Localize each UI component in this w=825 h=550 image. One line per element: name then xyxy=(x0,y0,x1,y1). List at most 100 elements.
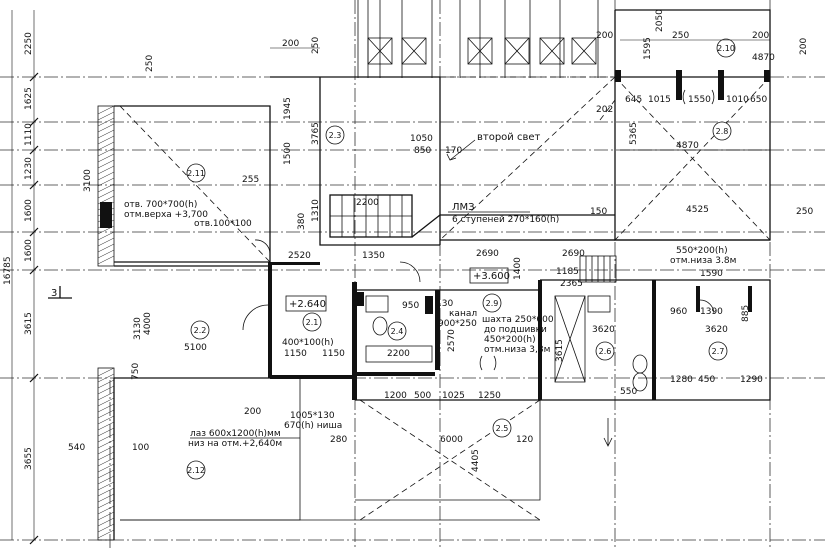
dim-1280: 1280 xyxy=(670,375,693,385)
dim-3100: 3100 xyxy=(83,169,93,192)
svg-text:2.9: 2.9 xyxy=(486,299,499,308)
room-tag-2-8: 2.8 xyxy=(712,121,732,141)
svg-text:2.2: 2.2 xyxy=(194,326,207,335)
opening-100-label: отв.100*100 xyxy=(194,219,252,229)
top-dim-1: 200 xyxy=(282,39,299,49)
hatch-level: низ на отм.+2,640м xyxy=(188,439,282,449)
dim-1500: 1500 xyxy=(283,142,293,165)
dim-2365: 2365 xyxy=(560,279,583,289)
dim-250: 250 xyxy=(796,207,813,217)
dim-1010: 1010 xyxy=(726,95,749,105)
skylights xyxy=(367,37,597,65)
svg-text:2.10: 2.10 xyxy=(717,44,735,53)
section-marker-label: 3 xyxy=(51,288,57,299)
room-tag-2-10: 2.10 xyxy=(716,38,736,58)
left-dim-6: 1600 xyxy=(24,239,34,262)
dim-3765: 3765 xyxy=(311,122,321,145)
niche-label: 1005*130 xyxy=(290,411,335,421)
svg-text:2.1: 2.1 xyxy=(306,318,319,327)
dim-1015: 1015 xyxy=(648,95,671,105)
small-stair xyxy=(579,255,617,283)
dim-170: 170 xyxy=(445,146,462,156)
room-tag-2-11: 2.11 xyxy=(186,163,206,183)
dim-650: 650 xyxy=(750,95,767,105)
svg-text:2.8: 2.8 xyxy=(716,127,729,136)
slope-arrow xyxy=(603,418,613,447)
dim-120: 120 xyxy=(516,435,533,445)
left-dim-chain: 2250 1625 1110 1230 1600 1600 3615 3655 … xyxy=(3,10,39,545)
svg-text:2.7: 2.7 xyxy=(712,347,725,356)
opening-550-level: отм.низа 3.8м xyxy=(670,256,736,266)
dim-200: 200 xyxy=(244,407,261,417)
opening-550-label: 550*200(h) xyxy=(676,246,728,256)
top-dim-2: 250 xyxy=(311,37,321,54)
dim-5365: 5365 xyxy=(629,122,639,145)
dim-1550: 1550 xyxy=(688,95,711,105)
dim-850: 850 xyxy=(414,146,431,156)
opening-700-level: отм.верха +3,700 xyxy=(124,210,208,220)
dim-540: 540 xyxy=(68,443,85,453)
shaft-label-2: до подшивки xyxy=(484,325,547,335)
room-tag-2-7: 2.7 xyxy=(708,341,728,361)
dim-2520: 2520 xyxy=(288,251,311,261)
left-dim-4: 1230 xyxy=(24,157,34,180)
dim-2200b: 2200 xyxy=(387,349,410,359)
dim-1200: 1200 xyxy=(384,391,407,401)
left-dim-2: 1625 xyxy=(24,87,34,110)
opening-700-label: отв. 700*700(h) xyxy=(124,200,197,210)
top-dim-7: 200 xyxy=(799,38,809,55)
doors xyxy=(242,89,715,371)
dimension-labels: 1945 3765 1500 1050 850 170 2200 380 131… xyxy=(68,9,813,472)
dim-885: 885 xyxy=(741,305,751,322)
svg-text:2.3: 2.3 xyxy=(329,131,342,140)
dim-4870b: 4870 xyxy=(676,141,699,151)
top-grid-lines xyxy=(357,0,599,78)
dim-1150b: 1150 xyxy=(322,349,345,359)
shaft-label-1: шахта 250*600 xyxy=(482,315,554,325)
top-dims: 200 250 200 250 200 4870 200 250 xyxy=(145,31,809,72)
dim-1400: 1400 xyxy=(513,257,523,280)
dim-2690a: 2690 xyxy=(476,249,499,259)
dim-2050: 2050 xyxy=(655,9,665,32)
dim-202: 202 xyxy=(596,105,613,115)
dim-2690b: 2690 xyxy=(562,249,585,259)
bathroom-fixtures xyxy=(365,295,648,392)
left-exterior-wall xyxy=(97,105,115,541)
room-tag-2-6: 2.6 xyxy=(595,341,615,361)
lmz-label: ЛМЗ xyxy=(452,202,475,213)
dim-3130: 3130 xyxy=(133,317,143,340)
dim-1185: 1185 xyxy=(556,267,579,277)
steps-label: 6 ступеней 270*160(h) xyxy=(452,215,559,225)
dim-750: 750 xyxy=(131,363,141,380)
dim-255: 255 xyxy=(242,175,259,185)
interior-walls xyxy=(268,70,770,400)
dim-1290: 1290 xyxy=(740,375,763,385)
second-light-label: второй свет xyxy=(477,132,541,143)
room-tag-2-9: 2.9 xyxy=(482,293,502,313)
dim-150: 150 xyxy=(590,207,607,217)
dim-280: 280 xyxy=(330,435,347,445)
dim-380: 380 xyxy=(297,213,307,230)
section-marker: 3 xyxy=(48,286,72,299)
level-2640: +2.640 xyxy=(289,299,326,310)
dim-1150a: 1150 xyxy=(284,349,307,359)
svg-text:2.12: 2.12 xyxy=(187,466,205,475)
dim-1025: 1025 xyxy=(442,391,465,401)
overall-dim: 16785 xyxy=(3,256,13,285)
opening-400-label: 400*100(h) xyxy=(282,338,334,348)
shaft-label-3: 450*200(h) xyxy=(484,335,536,345)
dim-100: 100 xyxy=(132,443,149,453)
svg-text:2.4: 2.4 xyxy=(391,327,404,336)
dim-4000: 4000 xyxy=(143,312,153,335)
dim-4525: 4525 xyxy=(686,205,709,215)
dim-1945: 1945 xyxy=(283,97,293,120)
top-dim-4: 250 xyxy=(672,31,689,41)
room-tags: 2.1 2.2 2.3 2.4 2.5 2.6 2.7 2.8 2.9 2.10… xyxy=(186,38,736,480)
dashed-diagonals xyxy=(119,76,771,521)
dim-1595: 1595 xyxy=(643,37,653,60)
svg-text:2.11: 2.11 xyxy=(187,169,205,178)
dim-3620b: 3620 xyxy=(705,325,728,335)
top-dim-8: 250 xyxy=(145,55,155,72)
canal-size: 900*250 xyxy=(438,319,477,329)
